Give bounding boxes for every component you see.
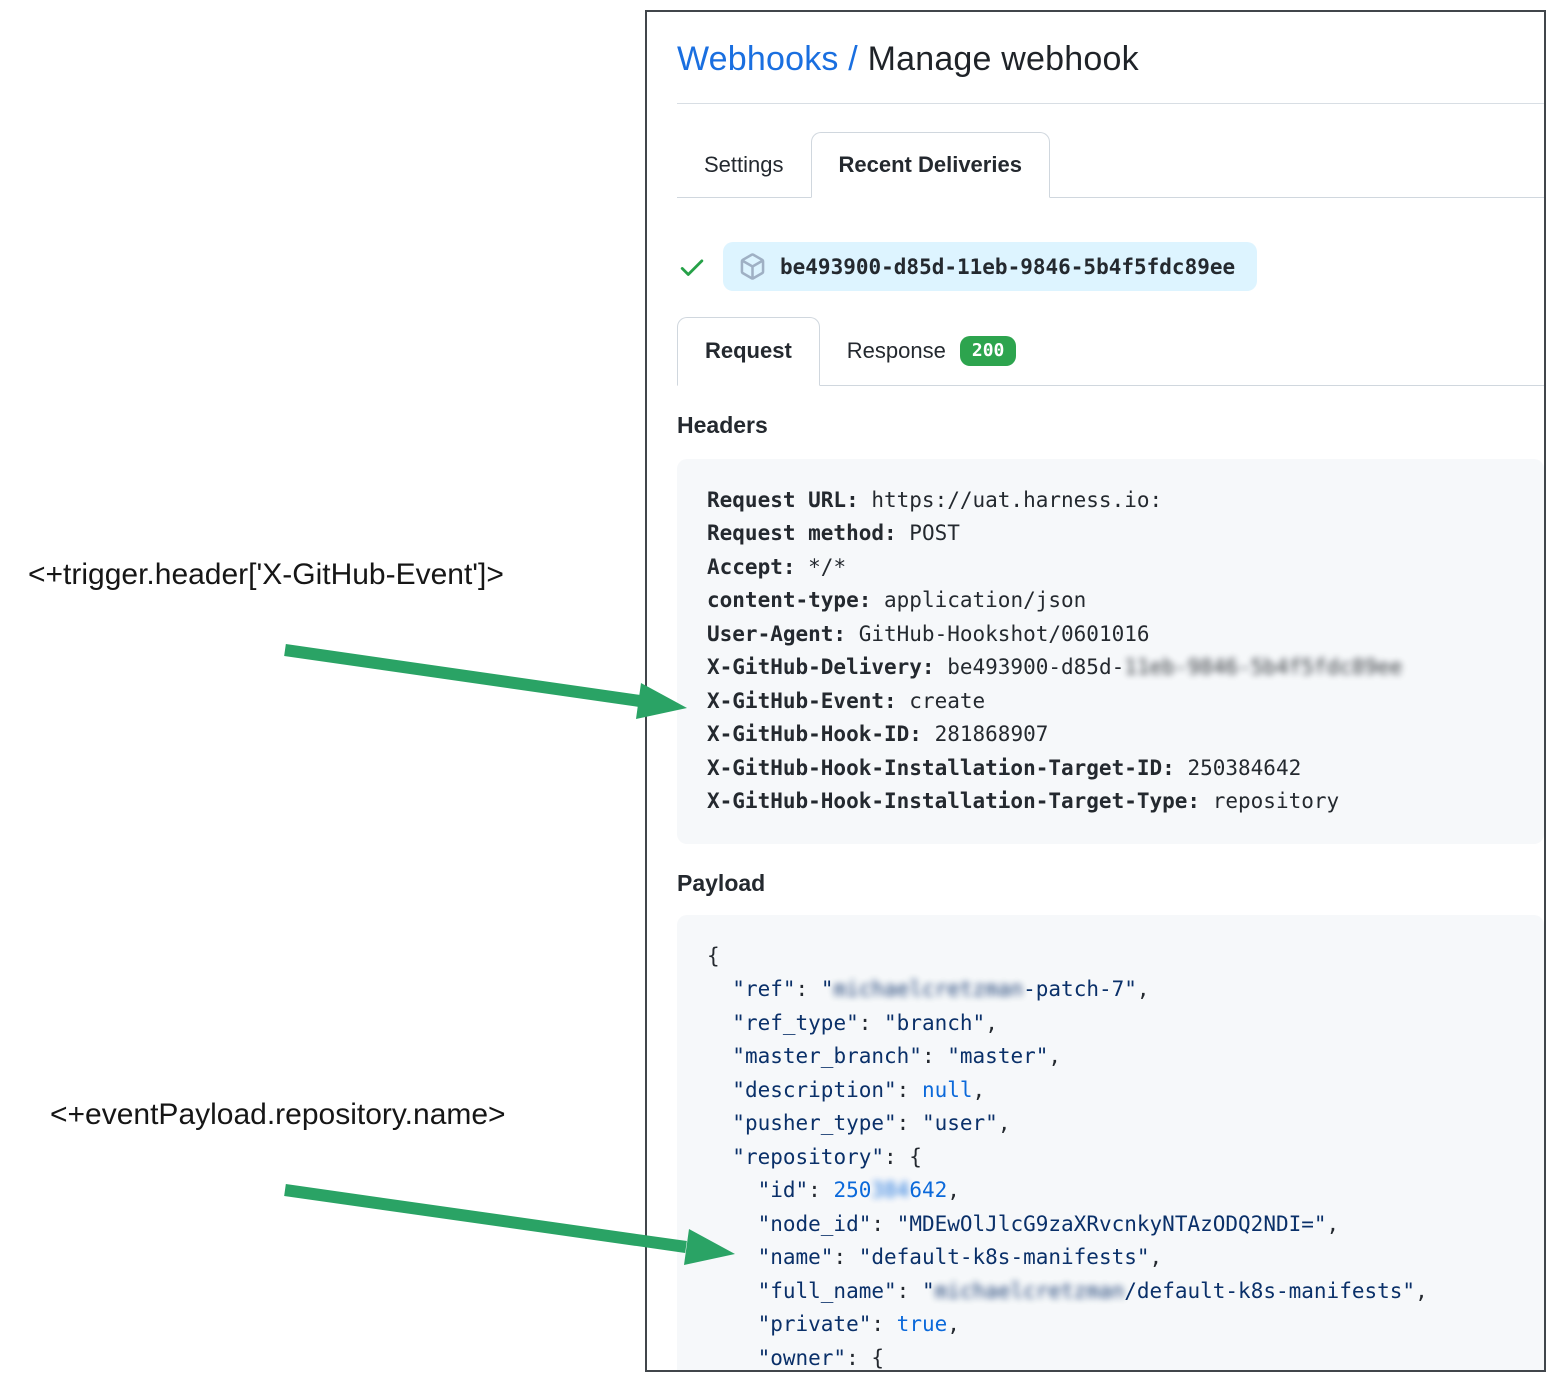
header-line: X-GitHub-Hook-ID: 281868907 (707, 722, 1049, 747)
main-tabbar: Settings Recent Deliveries (677, 132, 1544, 198)
annotation-trigger-header-expression: <+trigger.header['X-GitHub-Event']> (28, 558, 504, 591)
tab-settings[interactable]: Settings (677, 132, 811, 197)
payload-heading: Payload (677, 869, 766, 896)
delivery-success-check-icon (680, 259, 704, 276)
payload-line: "ref_type": "branch", (732, 1010, 998, 1035)
payload-line: "description": null, (732, 1077, 986, 1102)
payload-box: { "ref": "michaelcretzman-patch-7", "ref… (677, 914, 1544, 1370)
headers-heading: Headers (677, 411, 768, 438)
sub-tab-label: Request (705, 338, 792, 364)
breadcrumb-webhooks-link[interactable]: Webhooks (677, 40, 839, 78)
header-line: Accept: */* (707, 554, 847, 579)
tab-request[interactable]: Request (677, 317, 820, 386)
tab-recent-deliveries[interactable]: Recent Deliveries (810, 132, 1050, 198)
redacted-text: 384 (871, 1178, 910, 1203)
header-line: X-GitHub-Hook-Installation-Target-ID: 25… (707, 755, 1302, 780)
payload-line: "master_branch": "master", (732, 1044, 1062, 1069)
header-line: X-GitHub-Hook-Installation-Target-Type: … (707, 789, 1340, 814)
tab-response[interactable]: Response 200 (820, 317, 1044, 385)
request-response-tabbar: Request Response 200 (677, 317, 1544, 386)
title-divider (677, 103, 1544, 104)
redacted-text: michaelcretzman (934, 1278, 1125, 1303)
redacted-text: michaelcretzman (833, 977, 1024, 1002)
main-tab-label: Settings (704, 151, 784, 177)
sub-tab-label: Response (846, 337, 946, 363)
payload-line: "name": "default-k8s-manifests", (757, 1245, 1163, 1270)
payload-line: "id": 250384642, (757, 1178, 960, 1203)
header-line: content-type: application/json (707, 588, 1087, 613)
header-line: User-Agent: GitHub-Hookshot/0601016 (707, 621, 1150, 646)
annotation-event-payload-expression: <+eventPayload.repository.name> (50, 1098, 506, 1131)
response-status-badge: 200 (959, 336, 1017, 366)
header-line: X-GitHub-Event: create (707, 688, 986, 713)
main-tab-label: Recent Deliveries (838, 152, 1022, 177)
payload-line: "full_name": "michaelcretzman/default-k8… (757, 1278, 1428, 1303)
header-line: Request method: POST (707, 521, 960, 546)
breadcrumb-separator: / (838, 40, 868, 78)
headers-box: Request URL: https://uat.harness.io: Requ… (677, 458, 1544, 844)
webhook-panel: Webhooks / Manage webhook Settings Recent… (645, 10, 1546, 1372)
package-icon (740, 253, 765, 280)
header-line: X-GitHub-Delivery: be493900-d85d-11eb-98… (707, 655, 1403, 680)
delivery-id-pill[interactable]: be493900-d85d-11eb-9846-5b4f5fdc89ee (723, 242, 1258, 291)
breadcrumb: Webhooks / Manage webhook (677, 40, 1544, 79)
delivery-row: be493900-d85d-11eb-9846-5b4f5fdc89ee (677, 242, 1544, 291)
payload-line: "ref": "michaelcretzman-patch-7", (732, 977, 1150, 1002)
payload-line: "private": true, (757, 1312, 960, 1337)
payload-line: "pusher_type": "user", (732, 1111, 1011, 1136)
arrow-to-x-github-event (284, 644, 687, 719)
payload-line: { (707, 943, 720, 968)
header-line: Request URL: https://uat.harness.io: (707, 487, 1163, 512)
payload-line: "node_id": "MDEwOlJlcG9zaXRvcnkyNTAzODQ2… (757, 1211, 1340, 1236)
page-title: Manage webhook (867, 40, 1139, 78)
redacted-text: 11eb-9846-5b4f5fdc89ee (1124, 655, 1403, 680)
payload-line: "owner": { (757, 1345, 885, 1370)
delivery-id-text: be493900-d85d-11eb-9846-5b4f5fdc89ee (780, 254, 1236, 279)
payload-line: "repository": { (732, 1144, 922, 1169)
